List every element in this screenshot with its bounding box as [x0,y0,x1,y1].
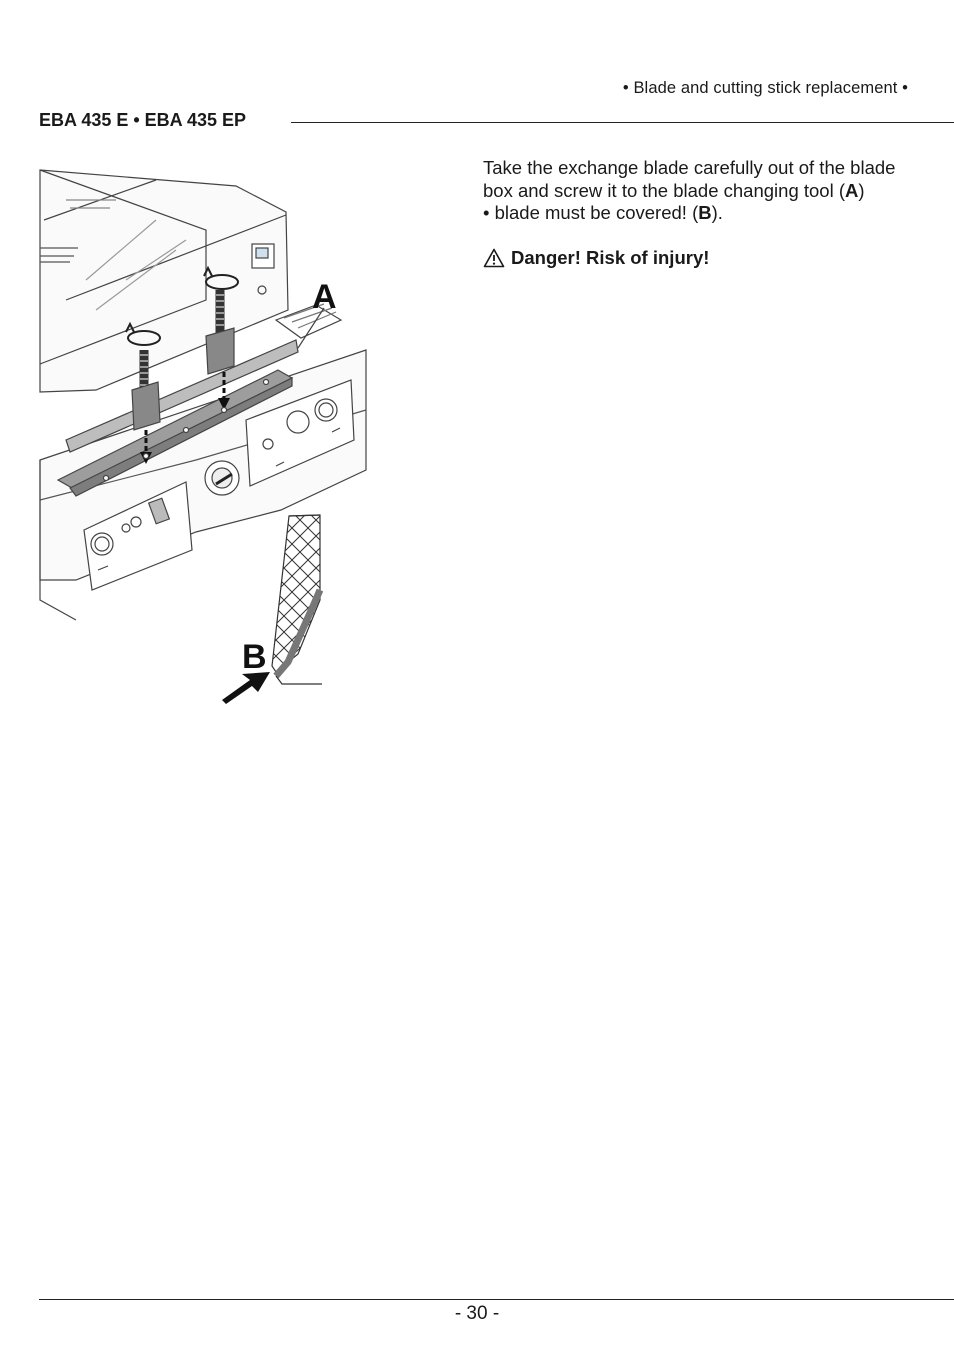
bullet-text-post: ). [711,202,723,223]
danger-warning: Danger! Risk of injury! [483,247,903,270]
arrow-icon [222,672,270,704]
model-header: EBA 435 E • EBA 435 EP [39,110,954,136]
page-number: - 30 - [454,1303,500,1324]
instruction-text: Take the exchange blade carefully out of… [483,157,903,202]
bullet-blade-covered: • blade must be covered! (B). [483,202,903,225]
warning-text: Danger! Risk of injury! [511,246,710,268]
rotation-arrow-icon [127,330,161,346]
section-title: • Blade and cutting stick replacement • [622,79,908,97]
blade-changing-figure: A B [36,160,372,708]
figure-label-a: A [312,278,337,316]
footer-rule [39,1299,954,1300]
instructions: Take the exchange blade carefully out of… [483,157,903,269]
instruction-text-post: ) [858,179,865,201]
reference-a: A [845,179,859,201]
bullet-text-pre: • blade must be covered! ( [483,202,699,223]
header-rule [291,122,954,123]
figure-label-b: B [242,638,267,676]
warning-triangle-icon [483,248,505,268]
blade-changing-tool-illustration: A B [39,169,367,704]
model-title: EBA 435 E • EBA 435 EP [39,110,247,130]
reference-b: B [698,202,712,223]
instruction-text-pre: Take the exchange blade carefully out of… [483,157,896,201]
